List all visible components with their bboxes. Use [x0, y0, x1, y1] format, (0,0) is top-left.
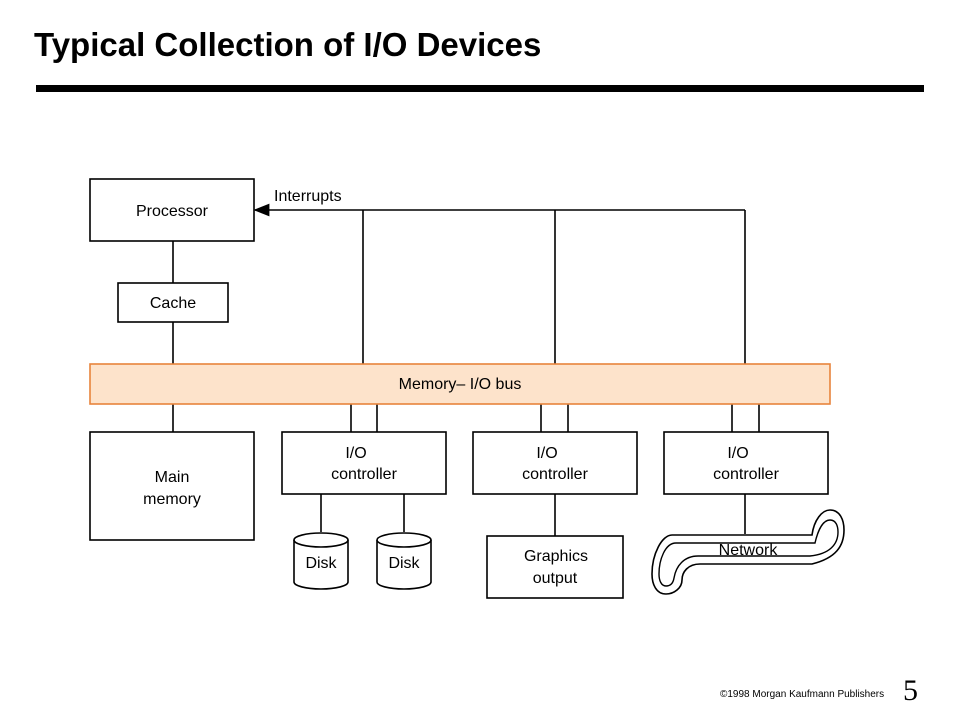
- copyright-footer: ©1998 Morgan Kaufmann Publishers: [720, 689, 885, 700]
- disk-2-label: Disk: [388, 555, 420, 572]
- cache-box: Cache: [117, 282, 229, 323]
- io-controller-3: I/O controller: [663, 431, 829, 495]
- page-number: 5: [903, 674, 918, 707]
- title-underline: [36, 85, 924, 92]
- processor-label: Processor: [136, 203, 209, 220]
- io-controller-3-label-line2: controller: [713, 466, 779, 483]
- graphics-output-label-line1: Graphics: [524, 548, 588, 565]
- disk-1-label: Disk: [305, 555, 337, 572]
- slide-title: Typical Collection of I/O Devices: [34, 26, 542, 63]
- main-memory-label-line2: memory: [143, 491, 201, 508]
- io-controller-2: I/O controller: [472, 431, 638, 495]
- memory-io-bus: Memory– I/O bus: [89, 363, 831, 405]
- io-controller-3-label-line1: I/O: [727, 445, 748, 462]
- graphics-output-label-line2: output: [533, 570, 578, 587]
- io-controller-1-label-line1: I/O: [345, 445, 366, 462]
- network-cable: Network: [651, 509, 845, 595]
- graphics-output-box: Graphics output: [486, 535, 624, 599]
- io-controller-1-label-line2: controller: [331, 466, 397, 483]
- connection-lines: [172, 203, 760, 536]
- io-controller-1: I/O controller: [281, 431, 447, 495]
- disk-2: Disk: [376, 532, 432, 590]
- main-memory-label-line1: Main: [155, 469, 190, 486]
- bus-label: Memory– I/O bus: [399, 376, 522, 393]
- interrupts-label: Interrupts: [274, 188, 342, 205]
- network-label: Network: [719, 542, 779, 559]
- processor-box: Processor: [89, 178, 255, 242]
- cache-label: Cache: [150, 295, 196, 312]
- io-controller-2-label-line1: I/O: [536, 445, 557, 462]
- io-controller-2-label-line2: controller: [522, 466, 588, 483]
- main-memory-box: Main memory: [89, 431, 255, 541]
- disk-1: Disk: [293, 532, 349, 590]
